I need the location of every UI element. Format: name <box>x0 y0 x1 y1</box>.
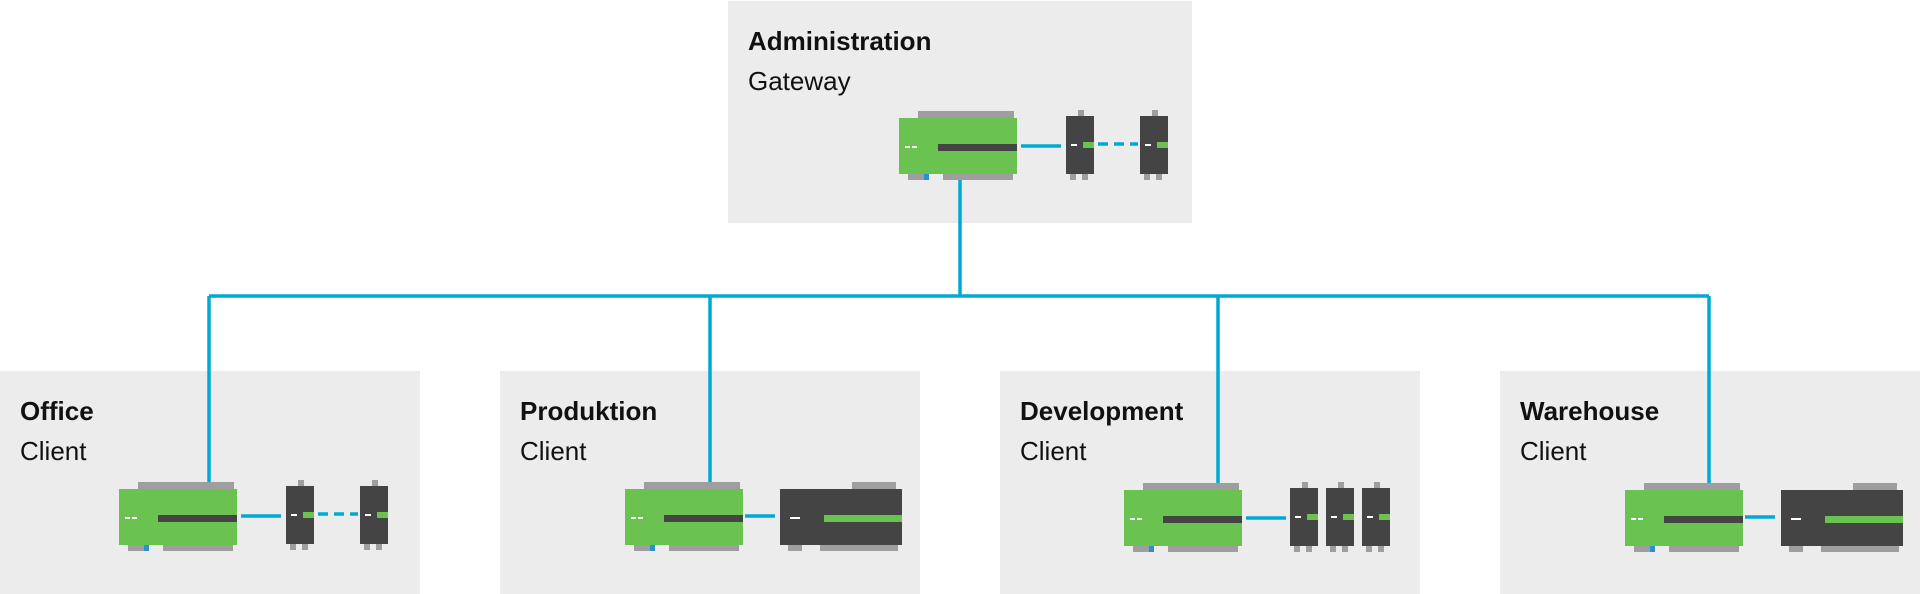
produktion-controller-icon <box>625 482 743 551</box>
development-panel <box>1000 371 1420 594</box>
produktion-link-line <box>745 514 775 518</box>
office-dashed-link <box>318 512 358 516</box>
warehouse-link-line <box>1745 515 1775 519</box>
warehouse-controller-icon <box>1625 483 1743 552</box>
development-io-module-icon <box>1326 482 1354 552</box>
warehouse-role: Client <box>1520 436 1587 466</box>
development-io-module-icon <box>1290 482 1318 552</box>
office-controller-icon <box>119 482 237 551</box>
office-title: Office <box>20 396 94 426</box>
administration-dashed-link <box>1098 142 1138 146</box>
office-role: Client <box>20 436 87 466</box>
office-link-line <box>241 514 281 518</box>
administration-io-module-icon <box>1066 110 1094 180</box>
development-link-line <box>1246 516 1286 520</box>
administration-role: Gateway <box>748 66 851 96</box>
warehouse-title: Warehouse <box>1520 396 1660 426</box>
produktion-title: Produktion <box>520 396 658 426</box>
development-controller-icon <box>1124 483 1242 552</box>
produktion-role: Client <box>520 436 587 466</box>
administration-io-module-icon <box>1140 110 1168 180</box>
warehouse-expansion-unit-icon <box>1781 483 1903 552</box>
development-role: Client <box>1020 436 1087 466</box>
administration-link-line <box>1021 144 1061 148</box>
office-io-module-icon <box>360 480 388 550</box>
office-io-module-icon <box>286 480 314 550</box>
administration-title: Administration <box>748 26 932 56</box>
development-io-module-icon <box>1362 482 1390 552</box>
produktion-expansion-unit-icon <box>780 482 902 551</box>
administration-controller-icon <box>899 111 1017 180</box>
development-title: Development <box>1020 396 1184 426</box>
